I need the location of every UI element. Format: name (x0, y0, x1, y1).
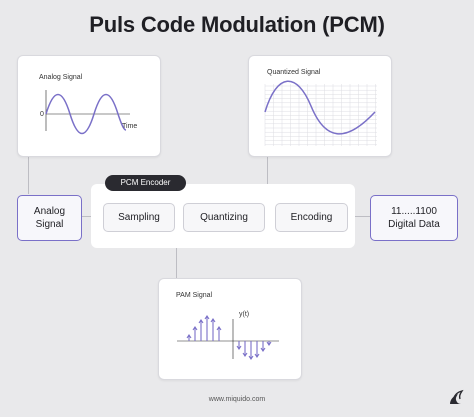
connector-quantized-card (267, 156, 268, 211)
analog-signal-card: Analog Signal 0 Time (17, 55, 161, 157)
quantized-signal-card: Quantized Signal (248, 55, 392, 157)
pam-pulse (204, 315, 210, 341)
quantizing-step: Quantizing (183, 203, 265, 232)
pam-pulse (192, 326, 198, 341)
output-label-line2: Digital Data (388, 219, 440, 230)
pam-pulse (186, 334, 192, 341)
encoding-step: Encoding (275, 203, 348, 232)
miquido-logo-icon (450, 389, 464, 404)
pam-pulse (210, 318, 216, 341)
pam-signal-chart (177, 315, 279, 360)
analog-time-label: Time (122, 123, 138, 130)
input-label-line1: Analog (33, 206, 66, 217)
pam-signal-card: PAM Signal y(t) (158, 278, 302, 380)
pam-pulse (236, 341, 242, 350)
analog-signal-card-label: Analog Signal (39, 74, 83, 81)
connector-encoder-output (346, 216, 370, 217)
sampling-step: Sampling (103, 203, 175, 232)
pam-pulses (186, 315, 272, 360)
analog-signal-chart (45, 90, 130, 135)
page-title: Puls Code Modulation (PCM) (89, 12, 385, 37)
quantized-signal-chart (264, 80, 377, 146)
pam-pulse (242, 341, 248, 357)
output-label-line1: 11.....1100 (391, 206, 437, 217)
quantized-signal-card-label: Quantized Signal (267, 69, 321, 76)
pam-pulse (216, 326, 222, 341)
analog-zero-label: 0 (40, 111, 44, 118)
analog-waveform (45, 93, 127, 135)
pam-pulse (248, 341, 254, 360)
quantized-waveform (264, 80, 376, 135)
pam-pulse (260, 341, 266, 352)
digital-data-output-box: 11.....1100 Digital Data (370, 195, 458, 241)
pam-pulse (254, 341, 260, 358)
pam-pulse (266, 341, 272, 346)
pcm-encoder-tag: PCM Encoder (105, 175, 186, 191)
analog-signal-input-box: Analog Signal (17, 195, 82, 241)
pam-pulse (198, 319, 204, 341)
footer-url: www.miquido.com (208, 396, 266, 403)
connector-analog-card (28, 156, 29, 194)
quantized-grid (264, 84, 377, 146)
pam-axis-label: y(t) (239, 311, 250, 318)
pam-signal-card-label: PAM Signal (176, 292, 213, 299)
input-label-line2: Signal (35, 219, 64, 230)
